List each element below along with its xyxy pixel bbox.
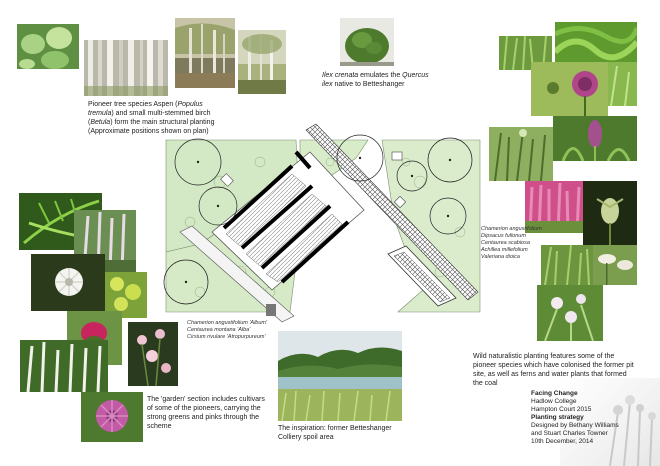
site-plan (163, 123, 481, 323)
right-plant-list: Chamerion angustifolium Dipsacus fullonu… (481, 226, 571, 261)
right-plant-item: Centaurea scabiosa (481, 240, 530, 246)
plinths (220, 151, 407, 209)
pioneer-caption-text: Pioneer tree species Aspen (Populus tremu… (88, 101, 214, 135)
yarrow-photo (593, 245, 637, 285)
tree-trunks (184, 156, 452, 284)
meadow-stems-photo (489, 127, 553, 181)
right-plant-item: Achillea millefolium (481, 247, 528, 253)
bottom-right-fade (560, 378, 660, 466)
left-plant-item: Chamerion angustifolium 'Album' (187, 320, 268, 326)
left-plant-item: Cirsium rivulare 'Atropurpureum' (187, 334, 266, 340)
white-centaurea-photo (31, 254, 105, 311)
left-plant-item: Centaurea montana 'Alba' (187, 327, 251, 333)
birch-field-photo (238, 30, 286, 94)
caption-segment: Populus (177, 101, 203, 108)
left-plant-list: Chamerion angustifolium 'Album' Centaure… (187, 320, 297, 341)
wetland-reeds-photo (541, 245, 593, 285)
water-feature-inner (393, 251, 451, 303)
caption-segment: Ilex crenata (322, 72, 359, 79)
orchid-photo (553, 116, 637, 161)
teasel-photo (583, 181, 637, 245)
inspiration-caption: The inspiration: former Betteshanger Col… (278, 425, 392, 441)
birch-group-photo (175, 18, 235, 88)
flower-watermark (609, 395, 656, 466)
caption-segment: Pioneer tree species Aspen ( (88, 101, 178, 108)
caption-segment: ) form the main structural planting (110, 119, 215, 126)
caption-segment: ) and small multi-stemmed birch (111, 110, 211, 117)
strategy-title: Planting strategy (531, 414, 584, 421)
brick-path-diagonal (305, 123, 479, 301)
pink-centaurea-photo (81, 392, 143, 442)
credits-block: Facing Change Hadlow College Hampton Cou… (531, 390, 656, 446)
caption-segment: ilex (322, 81, 333, 88)
design-date: 10th December, 2014 (531, 438, 594, 445)
valerian-photo (537, 285, 603, 341)
wild-naturalistic-caption: Wild naturalistic planting features some… (473, 353, 634, 387)
caption-segment: tremula (88, 110, 112, 117)
willowherb-photo (525, 181, 583, 233)
designer-line-2: and Stuart Charles Towner (531, 430, 608, 437)
project-title: Facing Change (531, 390, 578, 397)
pioneer-trees-caption: Pioneer tree species Aspen (Populus tremu… (88, 100, 273, 136)
lower-walkway (179, 225, 295, 323)
fern-carpet-photo (555, 22, 637, 62)
college-name: Hadlow College (531, 398, 577, 405)
tree-canopies (163, 134, 473, 305)
caption-segment: ( (88, 119, 91, 126)
event-name: Hampton Court 2015 (531, 406, 592, 413)
hatched-strips (225, 173, 343, 283)
right-plant-item: Dipsacus fullonum (481, 233, 526, 239)
caption-segment: (Approximate positions shown on plan) (88, 128, 209, 135)
ilex-caption: Ilex crenata emulates the Quercus ilex na… (322, 71, 462, 89)
ilex-shrub-photo (340, 18, 394, 66)
caption-segment: Quercus (402, 72, 429, 79)
caption-segment: Betula (90, 119, 111, 126)
caption-segment: emulates the (358, 72, 403, 79)
pink-gaura-photo (128, 322, 178, 386)
birch-trunks-photo (84, 40, 168, 96)
aspen-leaf-photo (17, 24, 79, 69)
lime-euphorbia-photo (105, 272, 147, 318)
walkway-end-block (266, 304, 276, 316)
colliery-spoil-photo (278, 331, 402, 421)
ilex-caption-text: Ilex crenata emulates the Quercus ilex na… (322, 72, 429, 88)
black-bars (222, 150, 350, 284)
designer-line-1: Designed by Bethany Williams (531, 422, 619, 429)
garden-section-caption: The 'garden' section includes cultivars … (147, 396, 265, 430)
caption-segment: native to Betteshanger (332, 81, 405, 88)
right-plant-item: Valeriana dioica (481, 254, 520, 260)
white-flowers-photo (20, 340, 108, 392)
knapweed-photo (531, 62, 608, 116)
right-plant-item: Chamerion angustifolium (481, 226, 542, 232)
